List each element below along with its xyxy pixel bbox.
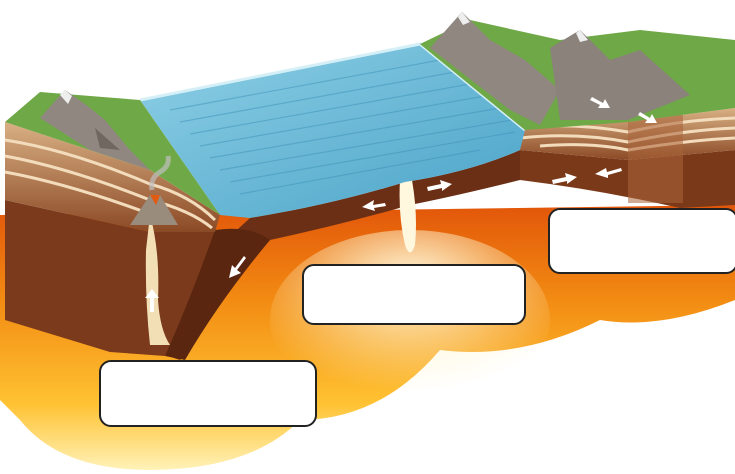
label-box-collision[interactable] bbox=[548, 208, 735, 274]
right-block-side bbox=[628, 115, 683, 203]
label-box-ridge[interactable] bbox=[302, 264, 526, 325]
label-box-subduction[interactable] bbox=[99, 360, 317, 427]
